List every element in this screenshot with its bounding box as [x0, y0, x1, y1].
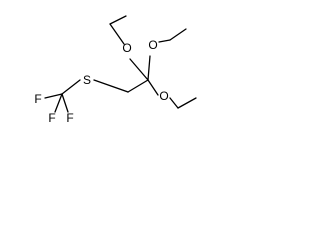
- bond-o3-ch3: [177, 97, 197, 109]
- atom-fluorine-3: F: [66, 111, 73, 125]
- bond-cf3-f1: [44, 93, 63, 99]
- chemical-structure: O O O S F F F: [34, 15, 197, 125]
- bond-s-ch2: [93, 79, 129, 93]
- bond-ch2-center: [127, 79, 149, 93]
- bond-o3-ch2: [169, 97, 179, 109]
- bond-cf3-f2: [54, 93, 63, 113]
- structure-canvas: O O O S F F F: [0, 0, 204, 138]
- bond-o1-ch3: [109, 15, 127, 25]
- atom-sulfur: S: [83, 73, 91, 87]
- atom-fluorine-1: F: [34, 92, 41, 106]
- atom-fluorine-2: F: [48, 111, 55, 125]
- atom-oxygen-1: O: [122, 41, 131, 55]
- bond-o2-ch2: [158, 39, 171, 43]
- bond-center-o1: [129, 58, 149, 81]
- bond-cf3-f3: [61, 93, 69, 113]
- bond-o1-ch2: [109, 23, 125, 45]
- atom-oxygen-2: O: [148, 38, 157, 52]
- atom-oxygen-3: O: [159, 89, 168, 103]
- bond-o2-ch3: [169, 28, 187, 41]
- bond-center-o3: [147, 79, 159, 96]
- bond-center-o2: [147, 55, 151, 81]
- bond-s-cf3: [61, 79, 81, 95]
